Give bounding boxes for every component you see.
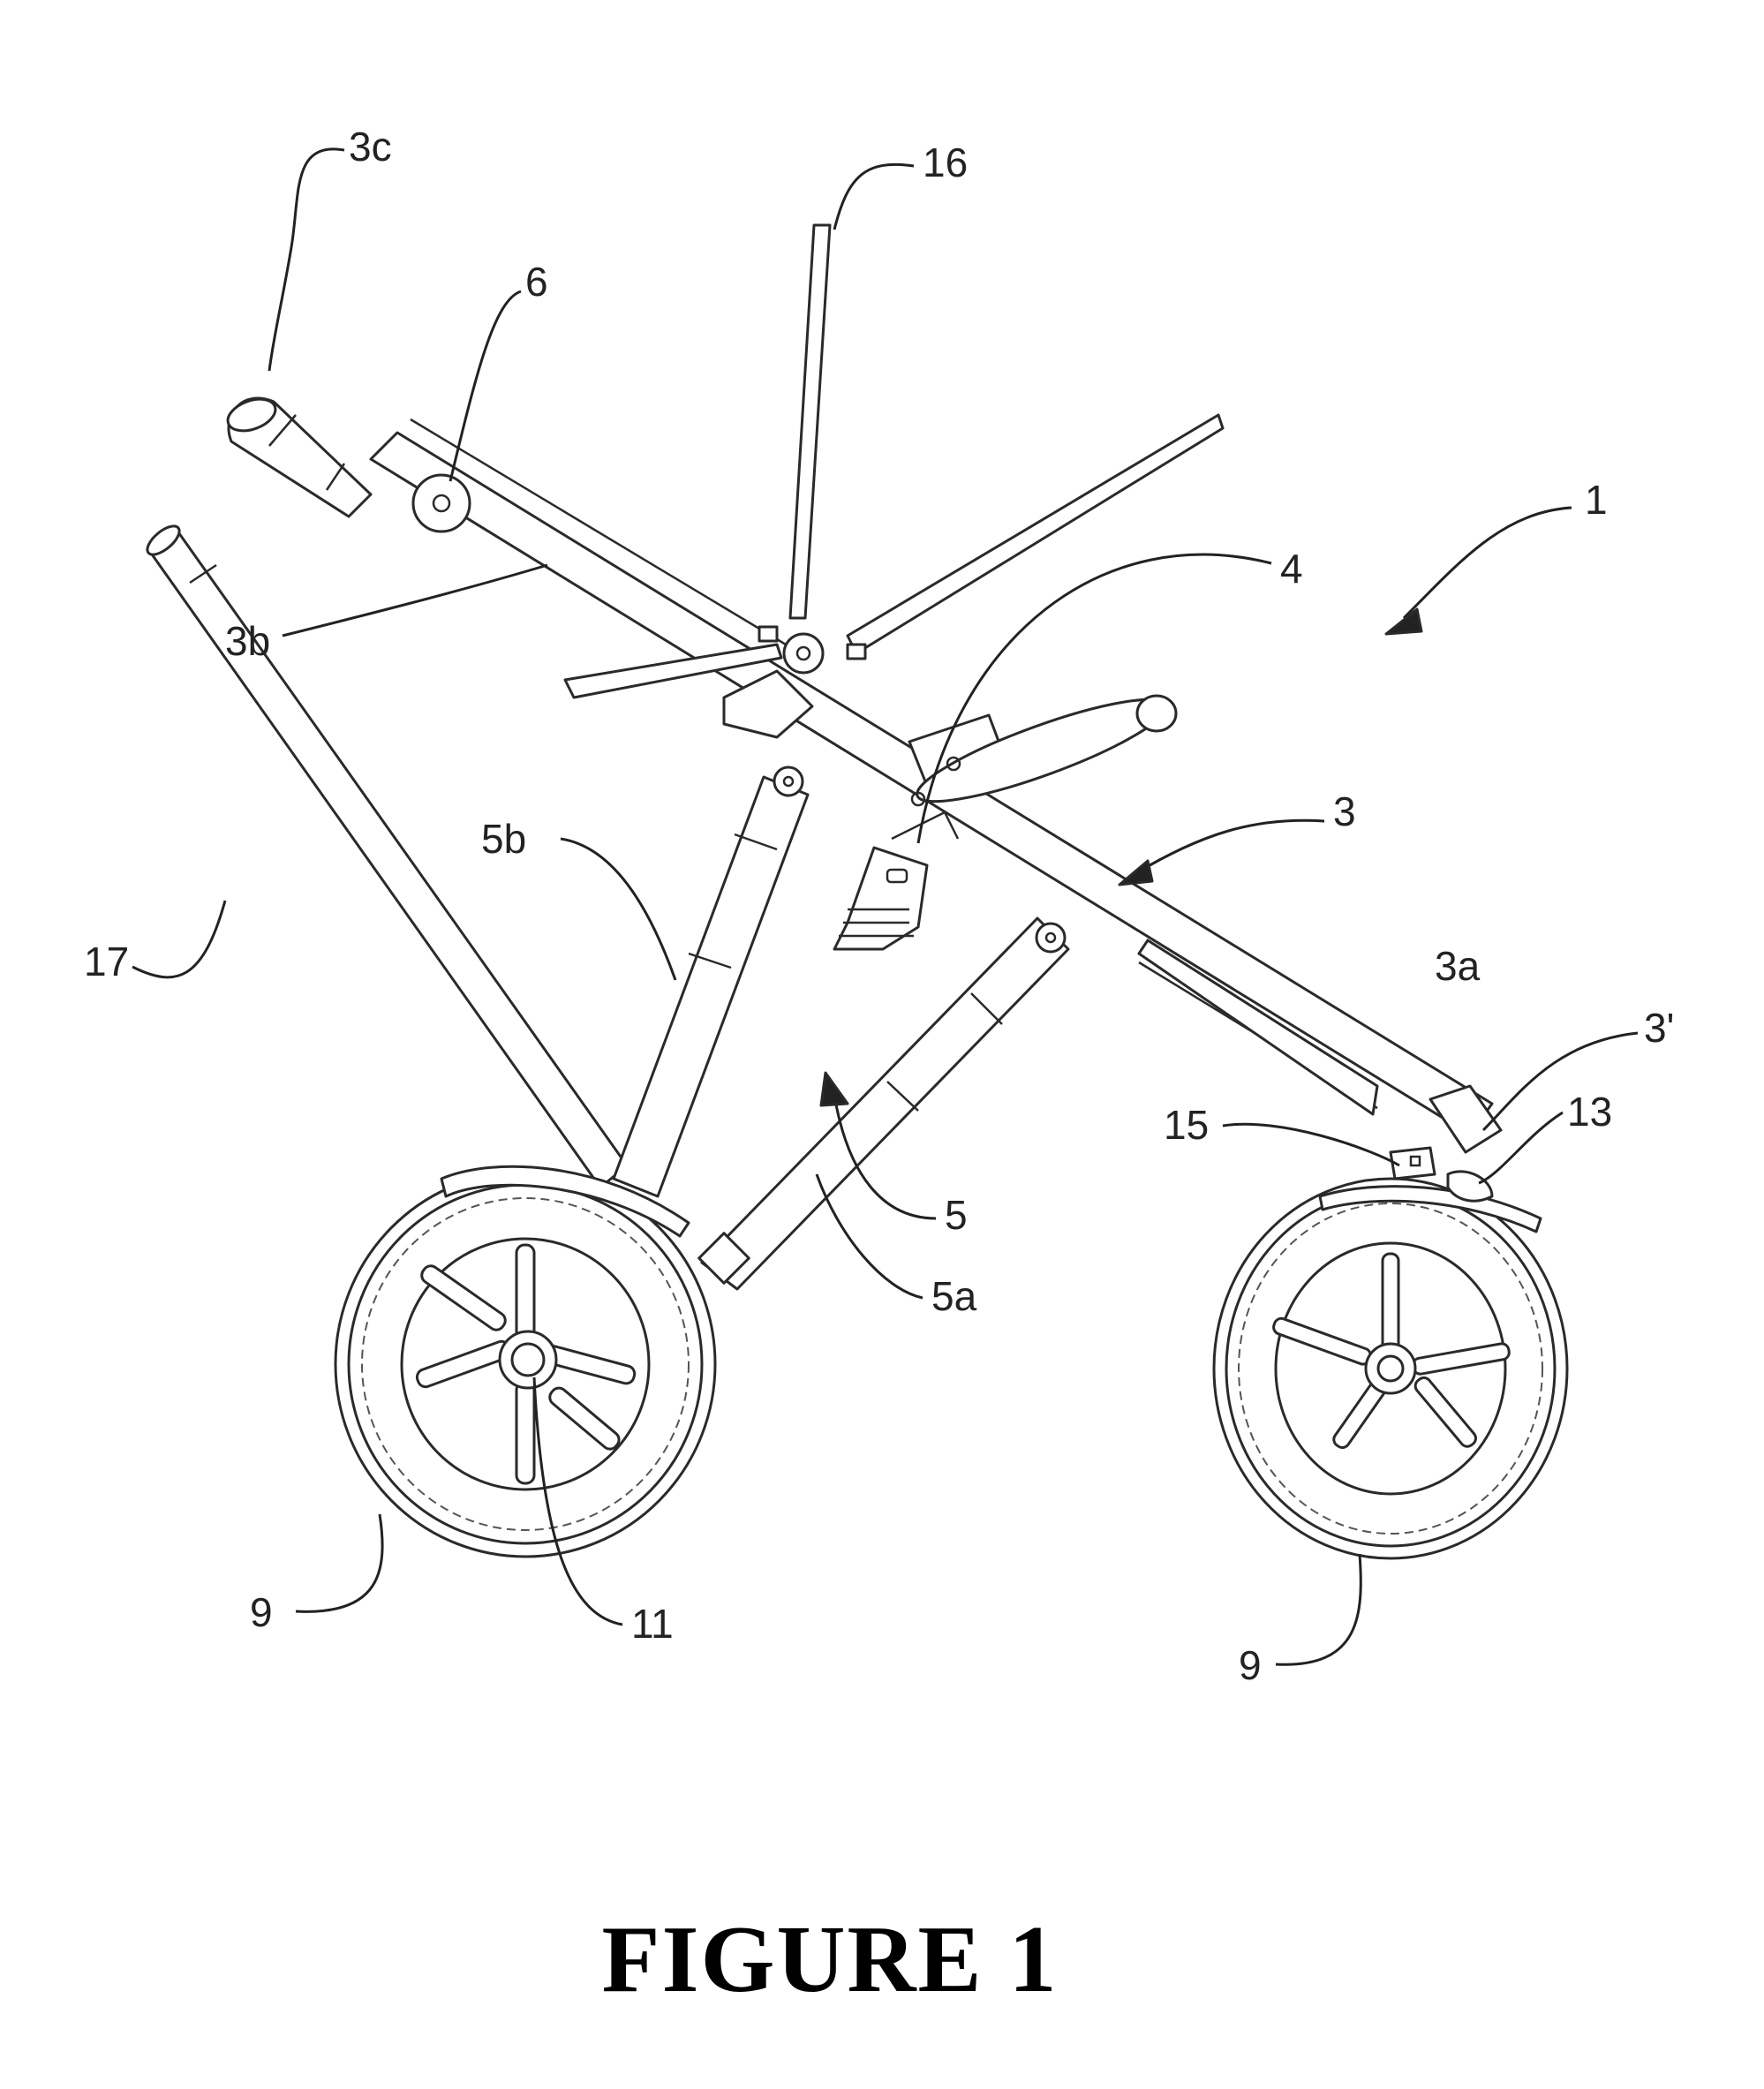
label-3c: 3c [349,124,392,170]
leader-3 [1135,820,1324,874]
arrowhead-3 [1119,861,1152,885]
label-15: 15 [1164,1102,1209,1148]
leader-9-right [1276,1554,1361,1664]
fold-actuator [834,812,958,949]
label-3prime: 3' [1644,1005,1674,1051]
label-3b: 3b [225,618,270,664]
label-3a: 3a [1435,943,1481,989]
main-frame [223,393,1501,1152]
leader-9-left [296,1514,382,1611]
arrowhead-5 [821,1073,848,1105]
left-wheel [335,1166,715,1557]
rear-bar [143,521,627,1188]
label-13: 13 [1567,1089,1612,1135]
label-16: 16 [923,140,968,185]
arrowhead-1 [1386,609,1421,634]
label-5: 5 [945,1192,968,1238]
leader-6 [450,291,521,481]
lower-rear-leg [614,767,808,1196]
leader-1 [1404,508,1572,618]
label-11: 11 [631,1601,674,1647]
label-3: 3 [1333,788,1356,834]
label-9-left: 9 [250,1589,273,1635]
leader-16 [834,164,914,230]
leader-17 [132,901,225,977]
label-1: 1 [1585,477,1608,523]
label-17: 17 [84,939,129,984]
leader-5b [561,839,675,980]
right-wheel [1214,1179,1567,1558]
label-6: 6 [525,259,548,305]
leader-3c [269,149,344,371]
label-9-right: 9 [1239,1642,1262,1688]
leader-15 [1223,1124,1399,1165]
label-4: 4 [1280,546,1303,592]
figure-caption: FIGURE 1 [601,1907,1058,2012]
leader-3prime [1483,1033,1638,1130]
label-5a: 5a [931,1273,977,1319]
leader-3b [283,565,547,636]
label-5b: 5b [481,816,526,862]
lower-front-leg [699,918,1068,1289]
